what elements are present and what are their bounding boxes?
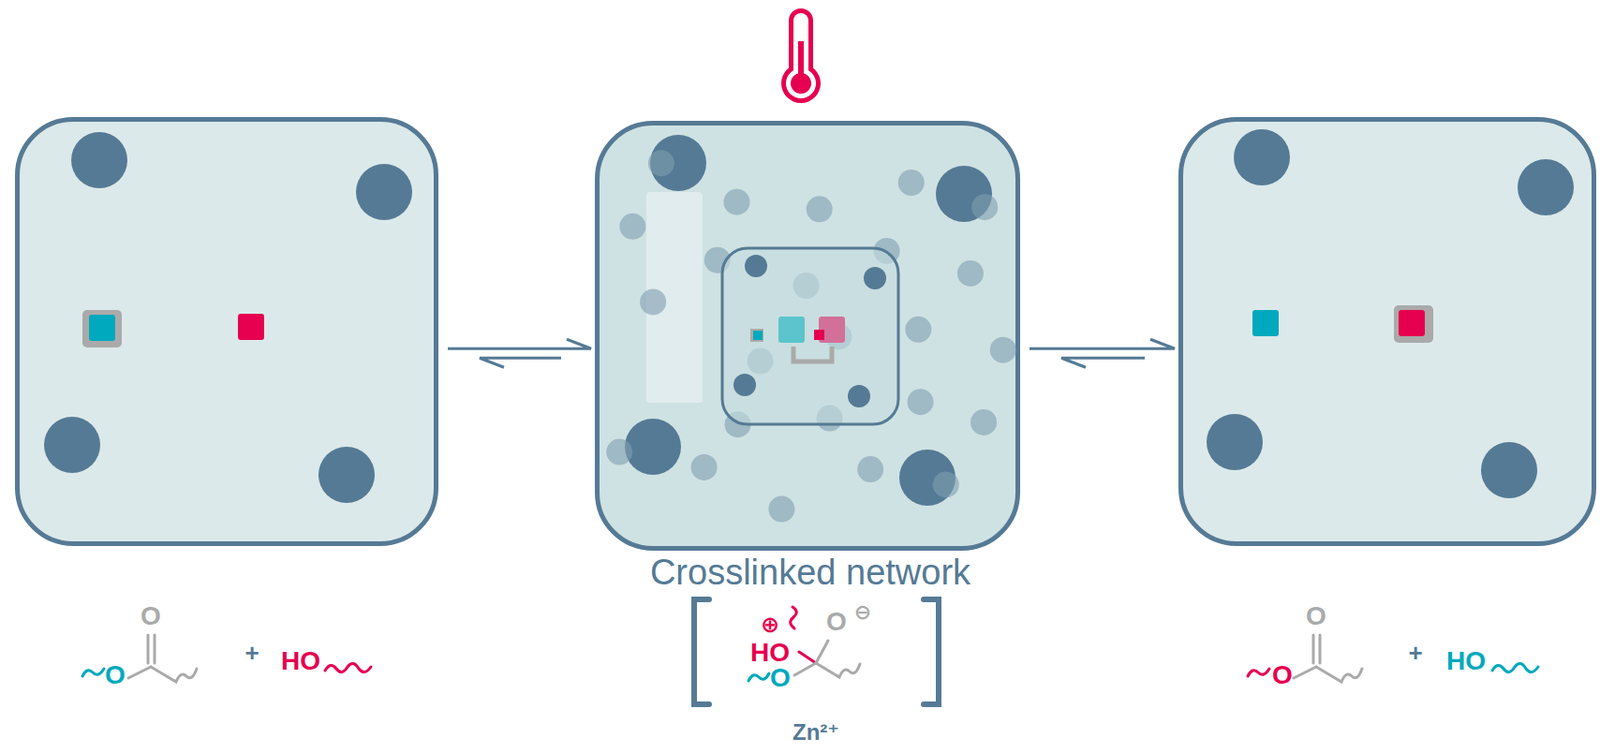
particle-dot [691, 454, 718, 481]
particle-dot [806, 195, 833, 223]
particle-dot [704, 247, 731, 274]
particle-dot [606, 439, 633, 466]
particle-dot [898, 169, 925, 196]
reverse-half-arrow [1061, 357, 1145, 368]
particle-dot [768, 496, 795, 523]
particle-dot [619, 213, 646, 240]
equilibrium-arrow [447, 339, 592, 368]
particle-dot [907, 388, 934, 415]
carbonyl-oxygen: O [1305, 602, 1327, 632]
catalyst-label: Zn²⁺ [792, 720, 840, 745]
anion-charge: ⊖ [854, 601, 872, 624]
particle-dot [825, 323, 852, 350]
particle-dot [933, 471, 960, 498]
particle-dot [874, 237, 901, 265]
network-panel: OO+HO [14, 117, 439, 547]
particle-dot [971, 193, 998, 221]
ester-oxygen: O [770, 664, 791, 694]
particle-dot [816, 405, 844, 432]
network-panel: OO+HO [1178, 117, 1597, 547]
hydroxyl-group: HO [281, 647, 321, 677]
particle-dot [990, 337, 1017, 364]
particle-dot [957, 260, 984, 287]
ester-oxygen: O [1272, 661, 1293, 691]
plus-sign: + [244, 639, 259, 667]
network-panel: Crosslinked network⊕HOO⊖OZn²⁺ [594, 120, 1021, 551]
particle-dot [970, 409, 997, 436]
forward-half-arrow [447, 339, 592, 349]
thermometer-icon [781, 8, 821, 104]
particle-dot [639, 288, 667, 315]
particle-dot [747, 348, 774, 375]
ester-structure-right [1247, 635, 1539, 682]
middle-panel-art [606, 134, 1017, 523]
plus-sign: + [1407, 639, 1423, 667]
particle-dot [857, 456, 884, 483]
cation-charge: ⊕ [760, 612, 780, 638]
right-panel-art [1206, 129, 1574, 499]
particle-dot [793, 272, 820, 299]
intermediate-structure [694, 599, 939, 705]
ester-oxygen: O [104, 661, 126, 691]
hydroxyl-group: HO [1446, 647, 1486, 677]
carbonyl-oxygen: O [140, 602, 162, 632]
network-caption: Crosslinked network [650, 553, 971, 593]
equilibrium-arrow [1029, 339, 1175, 368]
forward-half-arrow [1029, 339, 1175, 349]
particle-dot [725, 411, 752, 438]
left-panel-art [44, 132, 413, 504]
alkoxide-oxygen: O [826, 607, 847, 638]
particle-dot [904, 316, 932, 343]
particle-dot [723, 189, 750, 216]
reverse-half-arrow [479, 357, 562, 368]
ester-structure-left [82, 635, 371, 682]
particle-dot [648, 149, 675, 177]
